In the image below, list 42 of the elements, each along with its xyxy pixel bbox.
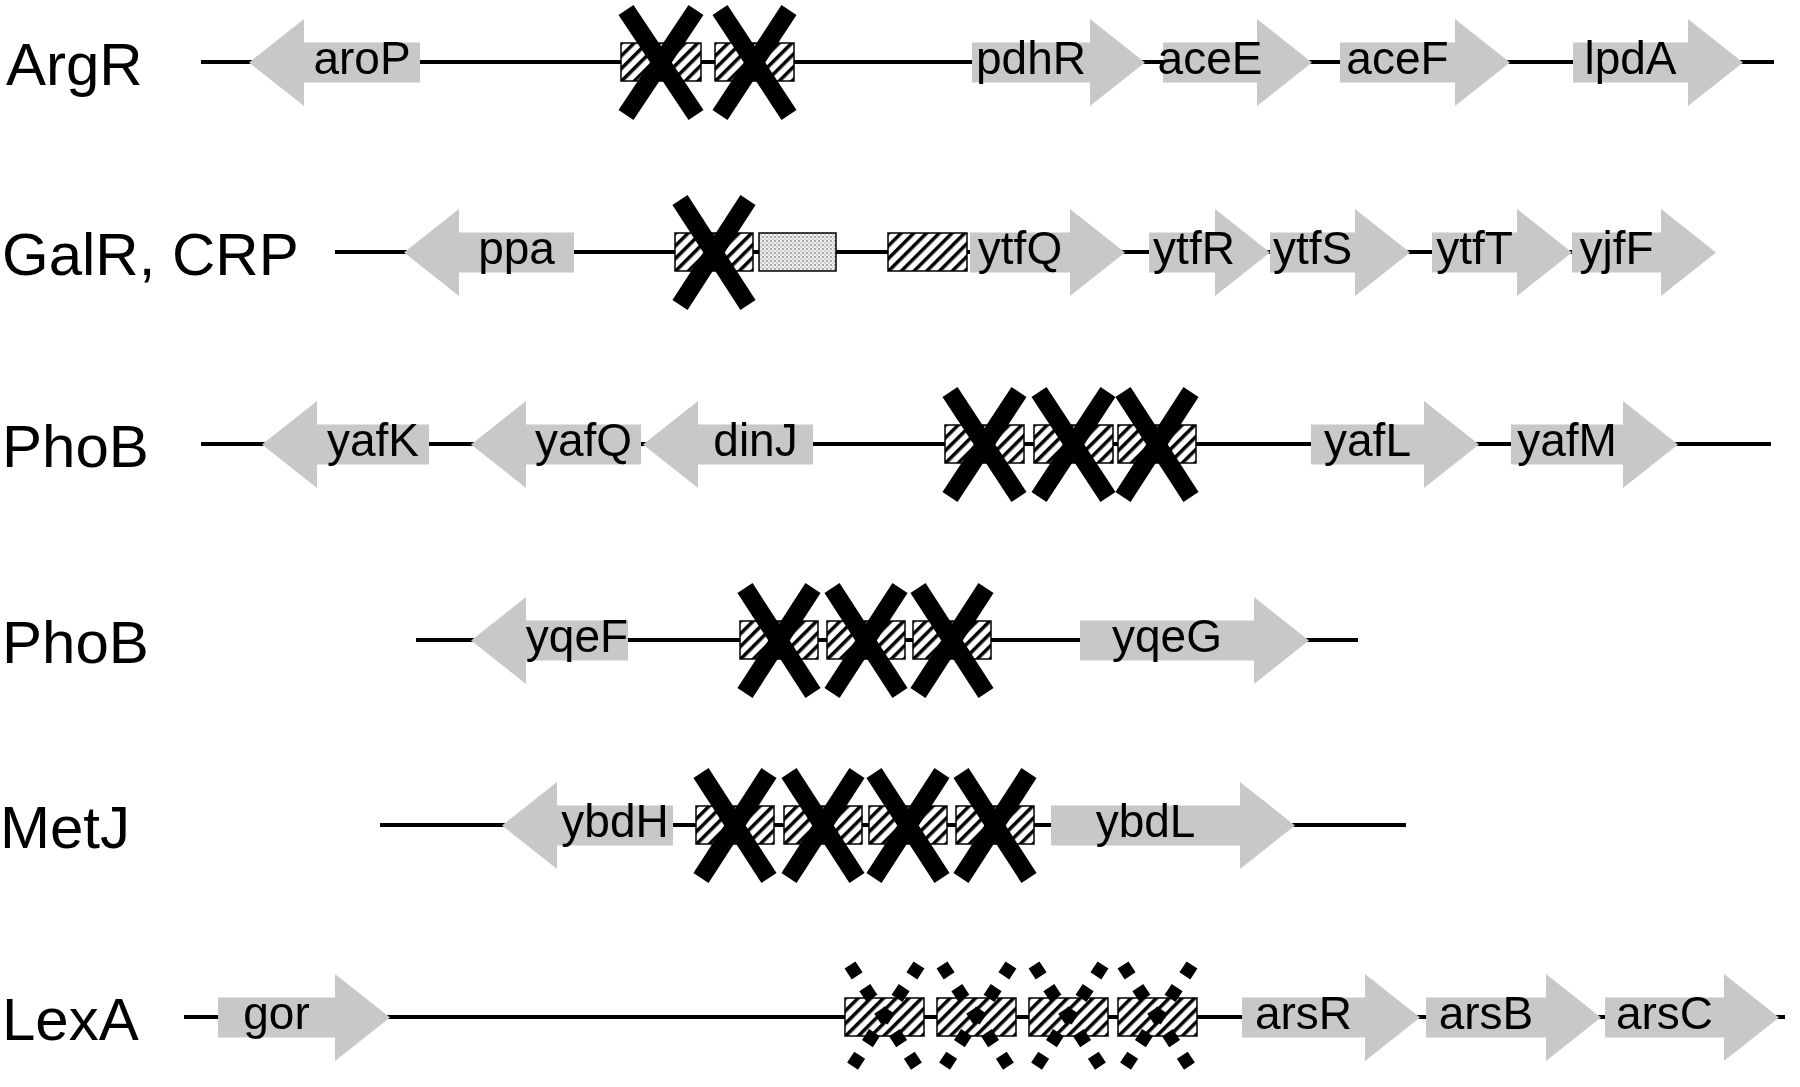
- gene-block: [1426, 973, 1601, 1061]
- regulator-label: PhoB: [2, 417, 149, 477]
- gene-name: arsR: [1254, 990, 1353, 1036]
- regulator-label: GalR, CRP: [2, 225, 299, 285]
- gene-name: dinJ: [713, 417, 798, 463]
- binding-site-box: [936, 997, 1017, 1037]
- gene-name: aroP: [313, 35, 411, 81]
- binding-site-box: [758, 232, 837, 272]
- gene-name: aceF: [1346, 35, 1449, 81]
- gene-block: [970, 208, 1125, 296]
- gene-block: [972, 18, 1145, 106]
- gene-block: [643, 400, 813, 488]
- gene-name: arsB: [1438, 990, 1534, 1036]
- gene-block: [218, 973, 390, 1061]
- gene-block: [1242, 973, 1420, 1061]
- binding-site-box: [1117, 997, 1198, 1037]
- gene-block: [1311, 400, 1479, 488]
- gene-block: [1051, 781, 1295, 869]
- gene-block: [1270, 208, 1410, 296]
- gene-block: [1080, 596, 1309, 684]
- gene-name: aceE: [1157, 35, 1263, 81]
- regulator-label: PhoB: [2, 613, 149, 673]
- gene-block: [1511, 400, 1678, 488]
- gene-block: [1572, 208, 1716, 296]
- gene-block: [249, 18, 420, 106]
- gene-block: [1573, 18, 1743, 106]
- gene-block: [262, 400, 429, 488]
- gene-block: [1340, 18, 1510, 106]
- gene-block: [1432, 208, 1572, 296]
- gene-block: [404, 208, 574, 296]
- gene-block: [502, 781, 673, 869]
- gene-block: [471, 400, 641, 488]
- gene-name: arsC: [1615, 990, 1714, 1036]
- gene-block: [1149, 208, 1270, 296]
- gene-block: [1605, 973, 1779, 1061]
- binding-site-box: [887, 232, 968, 272]
- regulator-label: LexA: [2, 990, 139, 1050]
- regulator-label: ArgR: [6, 35, 143, 95]
- gene-block: [471, 596, 628, 684]
- binding-site-box: [844, 997, 925, 1037]
- regulator-label: MetJ: [0, 798, 131, 858]
- binding-site-box: [1028, 997, 1109, 1037]
